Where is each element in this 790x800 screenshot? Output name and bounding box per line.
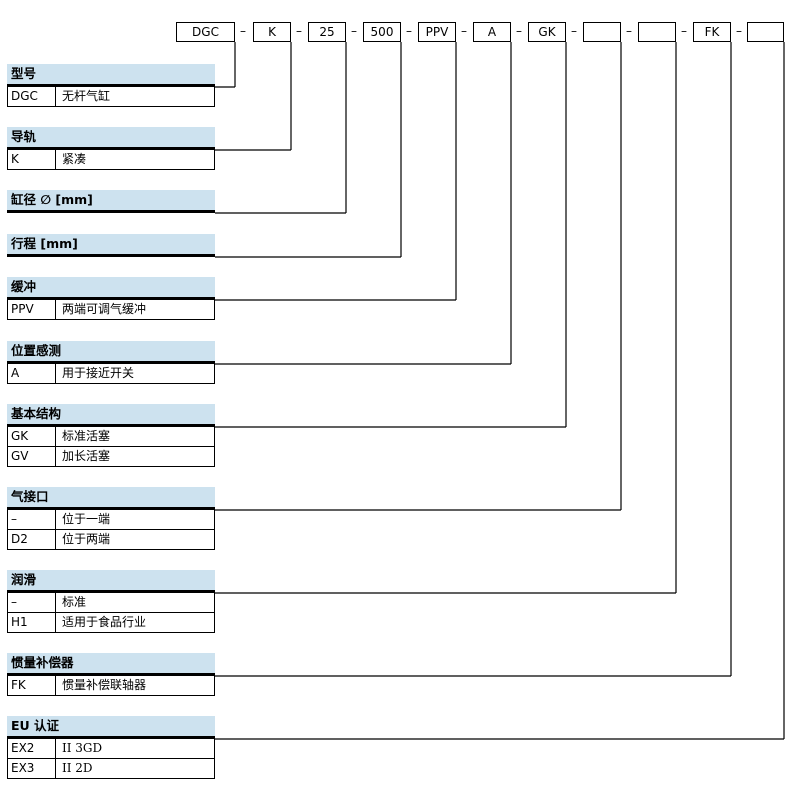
section-stroke: 行程 [mm] (7, 234, 215, 257)
section-title: 导轨 (7, 127, 215, 150)
option-desc: 位于一端 (62, 512, 111, 526)
separator: – (626, 24, 632, 38)
separator: – (351, 24, 357, 38)
option-row: A 用于接近开关 (7, 364, 215, 384)
section-bore: 缸径 ∅ [mm] (7, 190, 215, 213)
section-title: 缸径 ∅ [mm] (7, 190, 215, 213)
section-guide: 导轨 K 紧凑 (7, 127, 215, 170)
section-title: 缓冲 (7, 277, 215, 300)
code-box-bore: 25 (308, 22, 346, 42)
separator: – (516, 24, 522, 38)
option-desc: 适用于食品行业 (62, 615, 147, 629)
section-position-sensing: 位置感测 A 用于接近开关 (7, 341, 215, 384)
option-desc: II 2D (62, 761, 93, 775)
option-desc: 紧凑 (62, 152, 87, 166)
option-desc: 两端可调气缓冲 (62, 302, 147, 316)
option-code: D2 (8, 530, 56, 549)
option-row: – 标准 (7, 593, 215, 613)
code-box-guide: K (253, 22, 291, 42)
option-row: H1 适用于食品行业 (7, 613, 215, 633)
section-title: 惯量补偿器 (7, 653, 215, 676)
section-title: 气接口 (7, 487, 215, 510)
option-desc: 用于接近开关 (62, 366, 135, 380)
code-box-position-sensing: A (473, 22, 511, 42)
option-code: H1 (8, 613, 56, 632)
separator: – (681, 24, 687, 38)
option-code: EX2 (8, 739, 56, 758)
option-desc: 无杆气缸 (62, 89, 111, 103)
code-box-basic-design: GK (528, 22, 566, 42)
option-row: EX2 II 3GD (7, 739, 215, 759)
option-code: A (8, 364, 56, 383)
option-code: PPV (8, 300, 56, 319)
code-box-eu-cert (747, 22, 784, 42)
option-code: K (8, 150, 56, 169)
section-cushioning: 缓冲 PPV 两端可调气缓冲 (7, 277, 215, 320)
option-code: DGC (8, 87, 56, 106)
section-inertia-compensator: 惯量补偿器 FK 惯量补偿联轴器 (7, 653, 215, 696)
option-code: FK (8, 676, 56, 695)
option-row: FK 惯量补偿联轴器 (7, 676, 215, 696)
code-box-stroke: 500 (363, 22, 401, 42)
separator: – (296, 24, 302, 38)
option-row: PPV 两端可调气缓冲 (7, 300, 215, 320)
option-desc: 加长活塞 (62, 449, 111, 463)
option-code: – (8, 593, 56, 612)
option-desc: 惯量补偿联轴器 (62, 678, 147, 692)
code-box-lubrication (638, 22, 676, 42)
option-row: DGC 无杆气缸 (7, 87, 215, 107)
section-title: 行程 [mm] (7, 234, 215, 257)
code-box-inertia: FK (693, 22, 731, 42)
option-code: EX3 (8, 759, 56, 778)
section-air-connection: 气接口 – 位于一端 D2 位于两端 (7, 487, 215, 550)
separator: – (240, 24, 246, 38)
separator: – (736, 24, 742, 38)
option-desc: 标准 (62, 595, 87, 609)
order-code-row: DGC – K – 25 – 500 – PPV – A – GK – – – … (0, 0, 790, 50)
section-title: 型号 (7, 64, 215, 87)
code-box-type: DGC (176, 22, 235, 42)
option-code: GK (8, 427, 56, 446)
option-row: D2 位于两端 (7, 530, 215, 550)
section-eu-certification: EU 认证 EX2 II 3GD EX3 II 2D (7, 716, 215, 779)
option-row: K 紧凑 (7, 150, 215, 170)
section-lubrication: 润滑 – 标准 H1 适用于食品行业 (7, 570, 215, 633)
option-row: GK 标准活塞 (7, 427, 215, 447)
code-box-air-connection (583, 22, 621, 42)
section-title: 润滑 (7, 570, 215, 593)
section-basic-design: 基本结构 GK 标准活塞 GV 加长活塞 (7, 404, 215, 467)
section-title: 基本结构 (7, 404, 215, 427)
option-row: – 位于一端 (7, 510, 215, 530)
separator: – (571, 24, 577, 38)
option-row: EX3 II 2D (7, 759, 215, 779)
option-code: GV (8, 447, 56, 466)
option-desc: 标准活塞 (62, 429, 111, 443)
separator: – (461, 24, 467, 38)
section-title: EU 认证 (7, 716, 215, 739)
option-desc: II 3GD (62, 741, 103, 755)
code-box-cushion: PPV (418, 22, 456, 42)
option-row: GV 加长活塞 (7, 447, 215, 467)
separator: – (406, 24, 412, 38)
option-code: – (8, 510, 56, 529)
option-desc: 位于两端 (62, 532, 111, 546)
section-type: 型号 DGC 无杆气缸 (7, 64, 215, 107)
section-title: 位置感测 (7, 341, 215, 364)
